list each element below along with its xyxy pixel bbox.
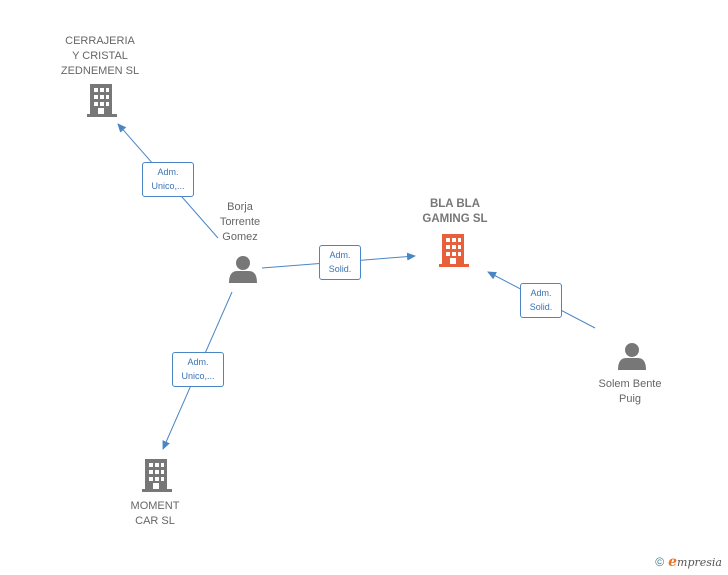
edge-label-solem-blabla: Adm. Solid. bbox=[520, 283, 562, 318]
building-main-icon bbox=[439, 234, 469, 267]
node-label-solem[interactable]: Solem Bente Puig bbox=[598, 378, 662, 405]
person-icon bbox=[618, 343, 646, 370]
brand-logo: empresia bbox=[668, 554, 722, 570]
building-icon bbox=[142, 459, 172, 492]
edge-label-borja-blabla: Adm. Solid. bbox=[319, 245, 361, 280]
edge-label-borja-moment: Adm. Unico,... bbox=[172, 352, 224, 387]
footer-brand: © empresia bbox=[655, 554, 722, 570]
edge-label-borja-cerrajeria: Adm. Unico,... bbox=[142, 162, 194, 197]
building-icon bbox=[87, 84, 117, 117]
node-label-moment[interactable]: MOMENT CAR SL bbox=[130, 500, 180, 527]
person-icon bbox=[229, 256, 257, 283]
copyright-icon: © bbox=[655, 555, 665, 569]
node-label-borja[interactable]: Borja Torrente Gomez bbox=[219, 201, 261, 243]
node-label-blabla[interactable]: BLA BLA GAMING SL bbox=[422, 198, 488, 225]
node-label-cerrajeria[interactable]: CERRAJERIA Y CRISTAL ZEDNEMEN SL bbox=[60, 35, 140, 77]
